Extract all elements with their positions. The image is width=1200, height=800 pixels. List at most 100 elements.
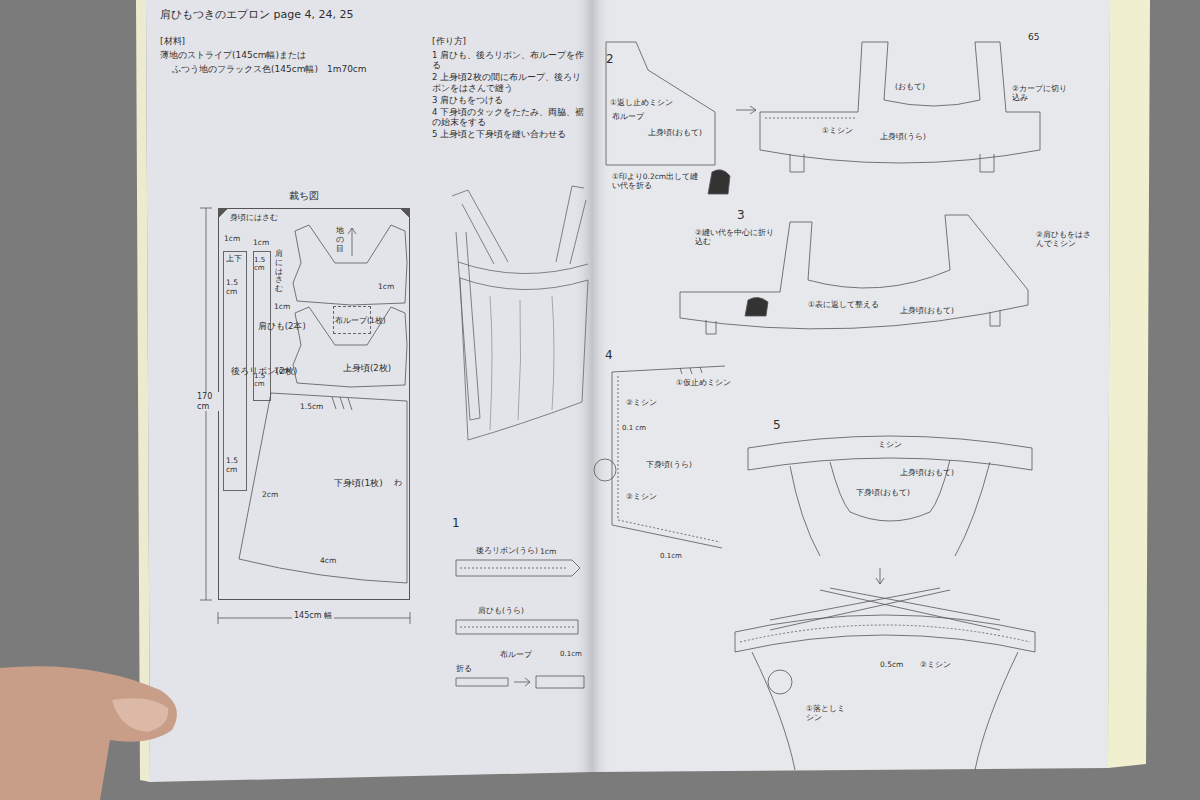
- instruction-note: ②肩ひもをはさんでミシン: [1036, 230, 1098, 248]
- stitch-line: [618, 376, 720, 542]
- step4-drawing: [594, 366, 725, 548]
- instruction-note: ②ミシン: [626, 398, 657, 407]
- skirt-piece: [612, 366, 725, 548]
- section-heading: [材料]: [160, 36, 185, 47]
- instruction-step: 2 上身頃2枚の間に布ループ、後ろリボンをはさんで縫う: [432, 72, 587, 92]
- piece-outline: [239, 393, 407, 583]
- page-number: 65: [1028, 32, 1039, 43]
- instruction-note: ②ミシン: [626, 492, 657, 501]
- instruction-note: ①ミシン: [822, 126, 853, 135]
- instruction-note: ①印より0.2cm出して縫い代を折る: [612, 172, 702, 190]
- band-piece: [735, 615, 1035, 652]
- dimension-label: 0.1cm: [560, 650, 582, 658]
- part-label: 下身頃(おもて): [856, 488, 910, 497]
- instruction-note: ②縫い代を中心に折り込む: [695, 228, 779, 246]
- dimension-label: 4cm: [320, 556, 336, 565]
- instruction-note: ①落としミシン: [806, 704, 846, 722]
- instruction-step: 3 肩ひもをつける: [432, 95, 587, 105]
- dimension-label: 145cm 幅: [292, 611, 334, 621]
- dimension-label: 0.5cm: [880, 660, 903, 669]
- cutting-note: 上下: [226, 254, 242, 263]
- grain-arrow: [348, 228, 356, 256]
- thumbnail: [112, 698, 168, 732]
- instruction-note: ミシン: [878, 440, 902, 449]
- detail-circle: [768, 670, 792, 694]
- part-label: 上身頃(おもて): [900, 306, 954, 315]
- skirt-piece: [790, 460, 990, 556]
- piece-name: 布ループ(1枚): [335, 316, 369, 325]
- ribbon-drawing: [456, 232, 480, 420]
- step-number: 5: [773, 418, 781, 432]
- instruction-step: 4 下身頃のタックをたたみ、両脇、裾の始末をする: [432, 107, 587, 127]
- instruction-note: ②カーブに切り込み: [1012, 84, 1070, 102]
- stitch-line: [765, 118, 855, 119]
- step3-drawing: [680, 215, 1028, 334]
- apron-illustration: [452, 186, 588, 440]
- dimension-label: 1.5 cm: [254, 372, 269, 389]
- part-label: (おもて): [895, 82, 925, 91]
- stitch-line: [460, 568, 568, 569]
- stitch-line: [740, 625, 1030, 642]
- piece-name: 下身頃(1枚): [334, 478, 383, 489]
- page-title: 肩ひもつきのエプロン page 4, 24, 25: [160, 8, 353, 21]
- step-number: 2: [606, 52, 614, 66]
- section-heading: [作り方]: [432, 36, 466, 47]
- iron: [745, 297, 768, 316]
- grain-label: 地の目: [336, 227, 344, 253]
- fold-label: わ: [394, 478, 402, 488]
- step-number: 3: [737, 208, 745, 222]
- instruction-note: 折る: [456, 664, 472, 673]
- part-label: 布ループ: [500, 650, 532, 659]
- instruction-step: 1 肩ひも、後ろリボン、布ループを作る: [432, 50, 587, 70]
- tuck-mark: [680, 367, 702, 374]
- dimension-label: 0.1cm: [660, 552, 682, 560]
- instruction-note: ①仮止めミシン: [676, 378, 731, 387]
- arrow: [514, 678, 530, 686]
- part-label: 肩ひも(うら): [478, 606, 524, 615]
- material-text: 薄地のストライプ(145cm幅)または: [160, 50, 306, 61]
- skirt-piece: [752, 652, 1018, 770]
- piece-name: 上身頃(2枚): [343, 363, 391, 373]
- dimension-label: 1cm: [274, 366, 290, 375]
- left-page: [146, 0, 592, 782]
- tab: [706, 310, 1000, 334]
- step-number: 1: [452, 516, 460, 530]
- dimension-label: 1cm: [274, 302, 290, 311]
- step5-drawing: [735, 436, 1035, 770]
- bodice-piece: [760, 42, 1040, 163]
- dimension-label: 1.5 cm: [254, 256, 269, 273]
- band-drawing: [458, 262, 588, 290]
- piece-name: 後ろリボン(2枚): [231, 366, 240, 377]
- cutting-note: 身頃にはさむ: [230, 213, 278, 223]
- iron: [708, 170, 730, 194]
- right-page: [592, 0, 1110, 772]
- piece-outline: [293, 225, 407, 387]
- part-label: 後ろリボン(うら): [476, 546, 538, 555]
- part-label: 上身頃(おもて): [648, 128, 702, 137]
- step1-drawing: [456, 560, 584, 688]
- bodice-piece: 上身頃(2枚): [291, 223, 409, 395]
- dimension-label: 1.5cm: [300, 402, 323, 411]
- instruction-note: ①表に返して整える: [808, 300, 879, 309]
- piece-name: 裁ち図: [289, 190, 319, 202]
- dimension-label: 1.5 cm: [226, 278, 244, 296]
- material-text: ふつう地のフラックス色(145cm幅) 1m70cm: [172, 64, 367, 75]
- dimension-label: 170 cm: [195, 392, 219, 411]
- loop-strip: [536, 676, 584, 688]
- arrow: [876, 568, 884, 584]
- tuck-mark: [332, 397, 352, 410]
- loop-strip: [456, 678, 508, 686]
- step-number: 4: [605, 348, 613, 362]
- part-label: 上身頃(おもて): [900, 468, 954, 477]
- step2-drawing: [606, 42, 1040, 194]
- instruction-note: ②ミシン: [920, 660, 951, 669]
- part-label: 下身頃(うら): [646, 460, 692, 469]
- dimension-label: 1.5 cm: [226, 456, 244, 474]
- detail-circle: [594, 459, 616, 481]
- dimension-label: 0.1 cm: [622, 424, 646, 432]
- strap-drawing: [452, 186, 586, 264]
- fold-lines: [490, 296, 554, 430]
- cutting-note: 肩にはさむ: [275, 250, 283, 294]
